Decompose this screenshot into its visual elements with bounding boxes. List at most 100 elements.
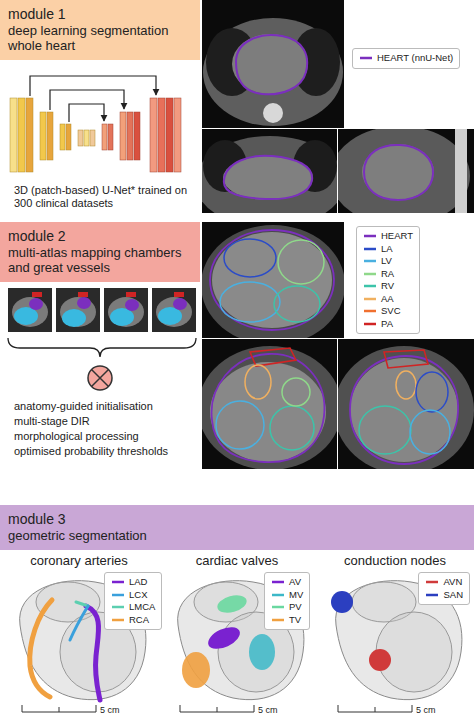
ct-coronal-image bbox=[270, 406, 314, 450]
legend-box: HEART (nnU-Net) bbox=[352, 48, 460, 69]
heart-render bbox=[76, 602, 88, 606]
ct-sagittal-image bbox=[350, 358, 458, 462]
legend-box: HEARTLALVRARVAASVCPA bbox=[356, 226, 420, 334]
process-step: multi-stage DIR bbox=[14, 415, 200, 428]
unet-diagram bbox=[120, 112, 126, 160]
unet-diagram bbox=[47, 112, 53, 160]
ct-axial-image bbox=[220, 282, 280, 322]
legend-swatch bbox=[271, 591, 285, 599]
ct-sagittal-image bbox=[338, 129, 470, 213]
legend-swatch bbox=[363, 245, 377, 253]
ct-coronal-image bbox=[224, 156, 312, 199]
unet-diagram bbox=[102, 124, 107, 150]
atlas-thumbnails bbox=[77, 297, 91, 309]
module-title: multi-atlas mapping chambers and great v… bbox=[8, 245, 192, 276]
legend-swatch bbox=[111, 578, 125, 586]
unet-diagram bbox=[18, 98, 25, 172]
module-number: module 3 bbox=[8, 511, 466, 528]
conduction-node-shapes bbox=[331, 591, 391, 671]
module-title: geometric segmentation bbox=[8, 528, 466, 544]
atlas-thumbnails bbox=[60, 297, 96, 327]
legend-text: AA bbox=[381, 293, 394, 306]
ct-coronal-image bbox=[212, 354, 325, 462]
atlas-thumbnails bbox=[32, 292, 42, 297]
ct-sagittal-image bbox=[338, 346, 474, 469]
legend-entry: LV bbox=[363, 255, 413, 268]
atlas-thumbnails bbox=[108, 297, 144, 327]
legend-swatch bbox=[111, 616, 125, 624]
ct-axial-image bbox=[224, 239, 276, 277]
ct-axial-image bbox=[202, 222, 344, 338]
legend-swatch bbox=[363, 232, 377, 240]
atlas-thumbnails bbox=[29, 298, 43, 310]
legend-text: SVC bbox=[381, 305, 401, 318]
atlas-thumbnails bbox=[8, 288, 52, 332]
legend-text: AV bbox=[289, 576, 301, 589]
combine-symbol bbox=[88, 366, 112, 390]
ct-axial-image bbox=[202, 0, 344, 128]
module-title: deep learning segmentation whole heart bbox=[8, 23, 192, 54]
atlas-thumbnails bbox=[104, 288, 148, 332]
ct-sagittal-image bbox=[410, 410, 450, 454]
ct-coronal-image bbox=[223, 156, 313, 200]
ct-axial-image bbox=[274, 286, 320, 322]
unet-diagram bbox=[10, 76, 181, 172]
legend-entry: LCX bbox=[111, 589, 155, 602]
curly-brace bbox=[8, 338, 196, 357]
ct-axial-image bbox=[210, 230, 334, 330]
legend-swatch bbox=[271, 603, 285, 611]
scale-label: 5 cm bbox=[258, 705, 298, 716]
legend-swatch bbox=[271, 616, 285, 624]
scale-label: 5 cm bbox=[416, 705, 456, 716]
unet-diagram bbox=[84, 130, 89, 146]
ct-sagittal-image bbox=[350, 356, 458, 464]
valve-shapes bbox=[182, 592, 275, 688]
combine-symbol bbox=[92, 370, 109, 387]
unet-diagram bbox=[134, 112, 140, 160]
ct-sagittal-image bbox=[384, 350, 428, 368]
legend-entry: LMCA bbox=[111, 601, 155, 614]
ct-coronal-image bbox=[202, 339, 337, 469]
legend-swatch bbox=[363, 295, 377, 303]
panel-title: cardiac valves bbox=[158, 553, 316, 569]
scale-bar bbox=[22, 705, 412, 712]
legend-line-sample bbox=[112, 594, 124, 597]
ct-coronal-image bbox=[245, 365, 271, 399]
module-number: module 2 bbox=[8, 228, 192, 245]
scale-label: 5 cm bbox=[100, 705, 140, 716]
unet-diagram bbox=[10, 98, 17, 172]
unet-diagram bbox=[40, 112, 46, 160]
process-step: optimised probability thresholds bbox=[14, 445, 200, 458]
module-header: module 1deep learning segmentation whole… bbox=[0, 0, 200, 60]
legend-line-sample bbox=[364, 248, 376, 251]
unet-diagram bbox=[69, 104, 104, 122]
unet-diagram bbox=[150, 98, 157, 172]
legend-text: HEART bbox=[381, 230, 413, 243]
legend-line-sample bbox=[364, 310, 376, 313]
scale-bar bbox=[180, 705, 254, 712]
legend-text: MV bbox=[289, 589, 303, 602]
ct-sagittal-image bbox=[359, 406, 411, 454]
ct-sagittal-image bbox=[364, 145, 433, 200]
legend-text: LV bbox=[381, 255, 392, 268]
legend-text: LMCA bbox=[129, 601, 155, 614]
atlas-thumbnails bbox=[56, 288, 100, 332]
atlas-thumbnails bbox=[78, 292, 88, 297]
ct-coronal-image bbox=[250, 348, 296, 366]
legend-text: TV bbox=[289, 614, 301, 627]
ct-coronal-image bbox=[282, 378, 310, 406]
ct-sagittal-image bbox=[396, 371, 416, 399]
legend-entry: AA bbox=[363, 293, 413, 306]
ct-axial-image bbox=[202, 225, 344, 338]
heart-render bbox=[30, 600, 52, 697]
heart-render bbox=[86, 606, 100, 700]
legend-text: LAD bbox=[129, 576, 147, 589]
legend-line-sample bbox=[364, 285, 376, 288]
conduction-node-shapes bbox=[369, 649, 391, 671]
scale-bar bbox=[22, 705, 96, 712]
legend-line-sample bbox=[272, 606, 284, 609]
legend-swatch bbox=[363, 307, 377, 315]
module-header: module 2multi-atlas mapping chambers and… bbox=[0, 222, 200, 282]
